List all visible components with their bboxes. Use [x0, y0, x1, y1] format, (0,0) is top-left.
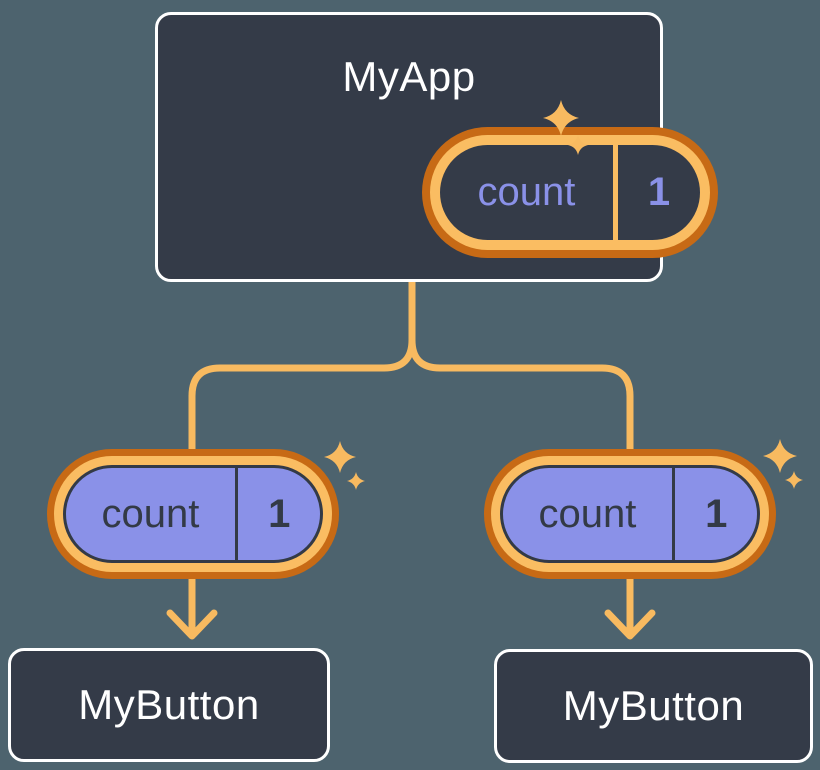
- sparkle-icon: [763, 439, 797, 473]
- state-pill-root: count 1: [422, 127, 718, 258]
- state-pill-child-left: count 1: [47, 449, 339, 579]
- arrowhead-right-icon: [604, 609, 656, 640]
- state-name: count: [101, 491, 200, 536]
- node-title: MyButton: [562, 682, 745, 729]
- node-title: MyButton: [78, 681, 260, 728]
- state-value: 1: [705, 491, 728, 536]
- state-divider: [612, 145, 618, 240]
- arrowhead-left-icon: [166, 609, 218, 640]
- state-divider: [671, 468, 676, 560]
- state-pill-core: count 1: [440, 145, 700, 240]
- sparkle-icon: [785, 471, 803, 489]
- state-pill-ring: count 1: [54, 456, 332, 572]
- state-name: count: [538, 491, 637, 536]
- state-pill-core: count 1: [63, 465, 323, 563]
- state-pill-ring: count 1: [491, 456, 769, 572]
- state-value: 1: [268, 491, 291, 536]
- state-pill-ring: count 1: [430, 135, 710, 250]
- state-value: 1: [647, 170, 671, 214]
- state-pill-core: count 1: [500, 465, 760, 563]
- component-node-myapp: MyApp count 1: [155, 12, 718, 282]
- state-name: count: [477, 170, 576, 214]
- state-pill-child-right: count 1: [484, 449, 776, 579]
- node-title: MyApp: [342, 53, 476, 100]
- component-node-mybutton-left: MyButton: [8, 648, 330, 762]
- sparkle-icon: [324, 441, 356, 473]
- component-node-mybutton-right: MyButton: [494, 649, 813, 763]
- sparkle-icon: [347, 472, 365, 490]
